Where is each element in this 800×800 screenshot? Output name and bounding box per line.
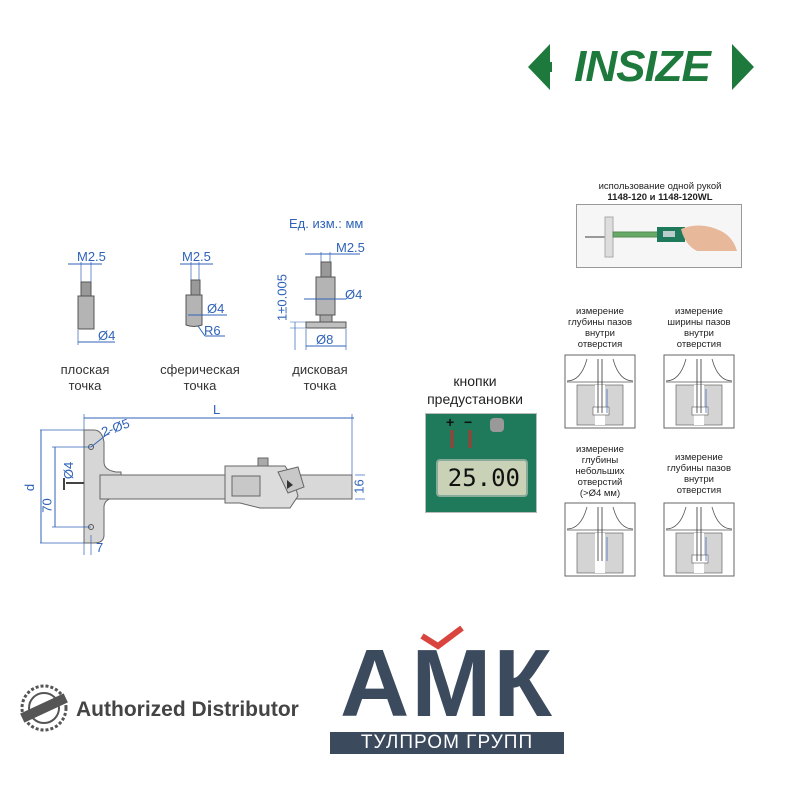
mode-diagram	[564, 502, 636, 577]
mode-caption-line: небольших	[575, 466, 625, 477]
pin-label: Ø4	[61, 461, 77, 480]
mode-caption-line: ширины пазов	[667, 317, 731, 328]
dealer-logo: АМК ТУЛПРОМ ГРУПП	[330, 625, 570, 756]
spherical-label-1: сферическая	[160, 362, 240, 377]
preset-title-2: предустановки	[427, 391, 523, 407]
mode-diagram	[663, 354, 735, 429]
mode-caption-line: внутри	[684, 328, 714, 339]
mode-caption-line: внутри	[684, 474, 714, 485]
holes-label: 2-Ø5	[99, 415, 132, 440]
disk-probe-drawing	[290, 252, 360, 350]
one-hand-photo	[576, 204, 742, 268]
mode-caption-line: отверстия	[577, 339, 623, 350]
authorized-distributor-text: Authorized Distributor	[76, 698, 299, 721]
hand-gauge-illustration	[585, 216, 737, 258]
span-label: 70	[39, 498, 55, 513]
mode-caption-line: внутри	[585, 328, 615, 339]
mode-caption-line: отверстия	[676, 339, 722, 350]
lcd-reading: 25.00	[447, 464, 520, 492]
spherical-label-2: точка	[183, 378, 217, 393]
flat-label-2: точка	[68, 378, 102, 393]
preset-title: кнопки предустановки	[405, 372, 545, 408]
spherical-label: сферическая точка	[150, 362, 250, 394]
insize-logo-text: INSIZE	[552, 42, 732, 92]
mode-caption-line: измерение	[675, 452, 723, 463]
dealer-check-icon	[420, 625, 464, 650]
mode-caption-line: измерение	[576, 306, 624, 317]
one-hand-text: использование одной рукой	[598, 181, 722, 192]
mode-caption-line: отверстий	[577, 477, 623, 488]
mode-caption-line: глубины пазов	[567, 317, 633, 328]
disk-label-1: дисковая	[292, 362, 348, 377]
disk-height-label: 1±0.005	[274, 274, 290, 321]
mode-caption-line: отверстия	[676, 485, 722, 496]
spherical-probe-drawing	[180, 262, 227, 337]
dealer-mark: АМК	[340, 630, 554, 737]
mode-caption-line: измерение	[675, 306, 723, 317]
offset-label: 7	[96, 540, 104, 555]
units-label: Ед. изм.: мм	[289, 216, 364, 231]
display-photo: + − 25.00	[425, 413, 537, 513]
d-label: d	[22, 483, 38, 492]
disk-thread-label: M2.5	[336, 240, 365, 255]
flat-thread-label: M2.5	[77, 249, 106, 264]
disk-label-2: точка	[303, 378, 337, 393]
minus-button-label: −	[464, 414, 473, 430]
plus-button-label: +	[446, 414, 455, 430]
one-hand-models: 1148-120 и 1148-120WL	[607, 192, 713, 203]
authorized-seal-icon	[20, 684, 68, 732]
mode-caption-line: глубины	[581, 455, 619, 466]
knob-icon	[490, 418, 504, 432]
lcd-display: 25.00	[436, 459, 528, 497]
mode-diagram	[564, 354, 636, 429]
flat-label: плоская точка	[40, 362, 130, 394]
mode-caption-line: измерение	[576, 444, 624, 455]
spherical-dia-label: Ø4	[207, 301, 225, 316]
plus-pointer	[451, 430, 453, 448]
preset-title-1: кнопки	[453, 373, 497, 389]
mode-diagram	[663, 502, 735, 577]
flat-label-1: плоская	[60, 362, 110, 377]
disk-label: дисковая точка	[275, 362, 365, 394]
flat-probe-drawing	[68, 262, 115, 345]
spherical-radius-label: R6	[204, 323, 221, 338]
depth-gauge-drawing	[40, 414, 365, 555]
length-label: L	[213, 402, 221, 417]
minus-pointer	[469, 430, 471, 448]
insize-logo: INSIZE	[528, 38, 754, 96]
width-label: 16	[351, 479, 367, 494]
mode-caption-line: глубины пазов	[666, 463, 732, 474]
one-hand-caption: использование одной рукой 1148-120 и 114…	[570, 181, 750, 203]
mode-caption-line: (>Ø4 мм)	[579, 488, 621, 499]
disk-dia-label: Ø4	[345, 287, 363, 302]
disk-disk-label: Ø8	[316, 332, 334, 347]
flat-dia-label: Ø4	[98, 328, 116, 343]
dealer-name: ТУЛПРОМ ГРУПП	[330, 732, 564, 754]
spherical-thread-label: M2.5	[182, 249, 211, 264]
